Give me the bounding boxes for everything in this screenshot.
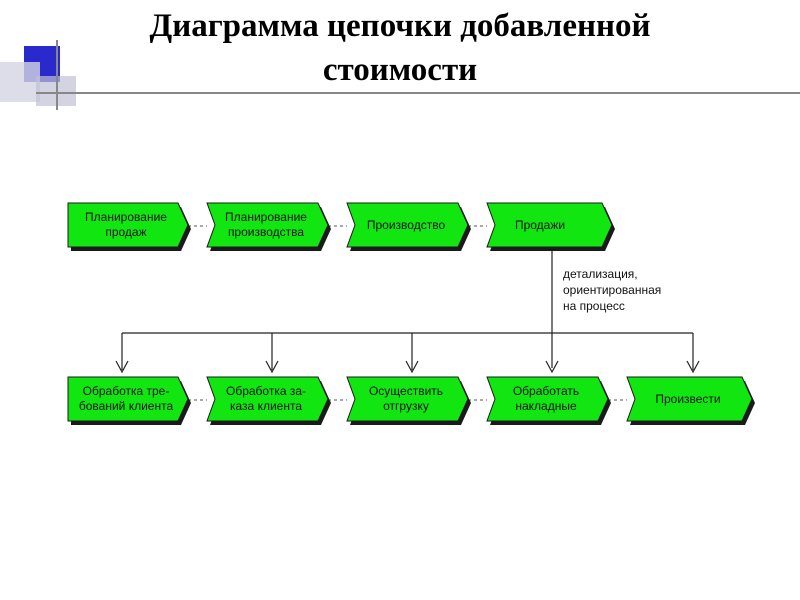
chevron-planning-sales	[67, 202, 189, 248]
detail-note-line-1: детализация,	[563, 267, 638, 281]
chevron-sales	[486, 202, 613, 248]
title-line-2: стоимости	[322, 52, 478, 88]
title-line-1: Диаграмма цепочки добавленной	[149, 8, 651, 44]
chevron-planning-production	[206, 202, 329, 248]
chevron-produce	[626, 376, 753, 422]
chevron-production	[346, 202, 469, 248]
decorative-squares	[0, 40, 800, 110]
detail-note-line-2: ориентированная	[563, 283, 662, 297]
chevron-process-requirements	[67, 376, 189, 422]
detail-note-line-3: на процесс	[563, 299, 625, 313]
detail-note: детализация, ориентированная на процесс	[563, 266, 693, 314]
page-title: Диаграмма цепочки добавленной стоимости	[100, 4, 700, 92]
detail-arrowheads	[115, 360, 700, 374]
chevrons-layer	[67, 202, 755, 425]
chevron-process-order	[206, 376, 329, 422]
detail-connector	[121, 247, 694, 370]
chevron-process-invoices	[486, 376, 609, 422]
chevron-ship	[346, 376, 469, 422]
